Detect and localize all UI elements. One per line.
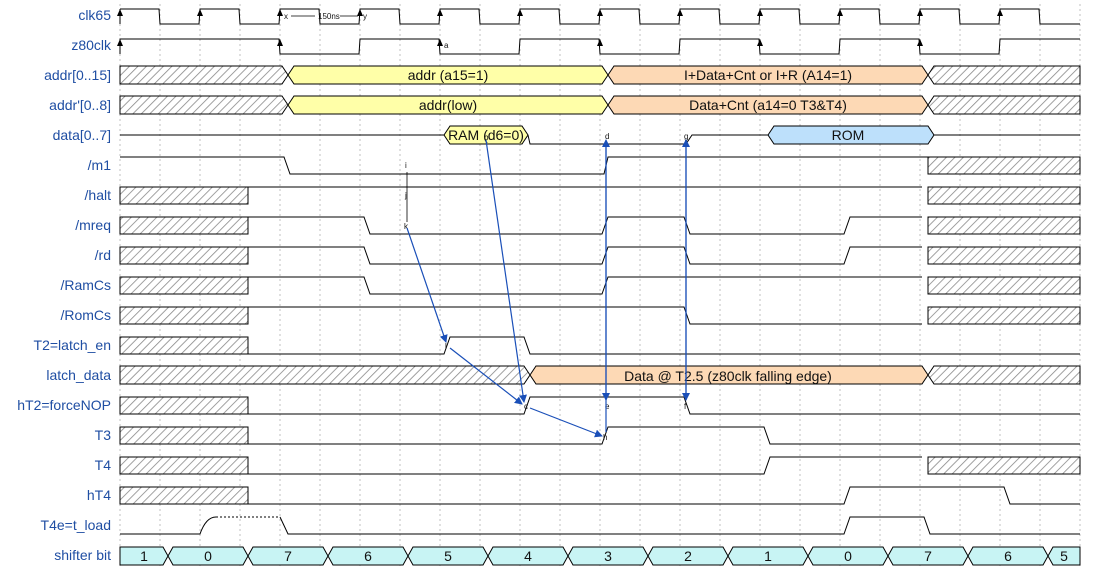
marker-d: d (605, 132, 609, 141)
z80clk-edge-arrows (117, 39, 923, 46)
shifter-value: 6 (364, 548, 372, 564)
marker-y: y (363, 12, 367, 21)
waveform-ht4 (119, 486, 1080, 505)
waveform-t2 (119, 336, 1080, 355)
label-t4: T4 (95, 457, 112, 473)
signal-labels: clk65 z80clk addr[0..15] addr'[0..8] dat… (17, 7, 112, 563)
label-ht2: hT2=forceNOP (17, 397, 111, 413)
bus-addr-prime-label-1: addr(low) (419, 97, 477, 113)
label-rd: /rd (95, 247, 111, 263)
waveform-ramcs (119, 276, 1081, 295)
shifter-bit-bus: 1 0 7 6 5 4 3 2 1 0 7 6 5 (119, 546, 1081, 566)
waveform-mreq (119, 216, 1081, 235)
waveform-romcs (119, 306, 1081, 325)
marker-i: i (405, 161, 407, 170)
shifter-value: 1 (764, 548, 772, 564)
label-mreq: /mreq (75, 217, 111, 233)
marker-l: l (445, 342, 447, 351)
shifter-value: 0 (844, 548, 852, 564)
clk65-edge-arrows (117, 9, 1003, 16)
label-addr: addr[0..15] (44, 67, 111, 83)
bus-addr-prime (119, 95, 1081, 115)
shifter-value: 5 (1060, 548, 1068, 564)
label-m1: /m1 (88, 157, 112, 173)
bus-latch-data-label: Data @ T2.5 (z80clk falling edge) (624, 368, 832, 384)
shifter-segment (1047, 546, 1081, 566)
shifter-value: 0 (204, 548, 212, 564)
marker-a: a (444, 41, 449, 50)
marker-b: b (484, 133, 489, 142)
bus-addr-label-2: I+Data+Cnt or I+R (A14=1) (684, 67, 852, 83)
measure-label: 150ns (318, 12, 340, 21)
marker-j: j (404, 191, 407, 200)
marker-x: x (284, 12, 288, 21)
shifter-value: 4 (524, 548, 532, 564)
label-romcs: /RomCs (60, 307, 111, 323)
marker-f: f (684, 402, 687, 411)
label-data: data[0..7] (53, 127, 111, 143)
shifter-value: 7 (284, 548, 292, 564)
marker-h: h (603, 433, 607, 442)
label-t2: T2=latch_en (34, 337, 111, 353)
label-latch-data: latch_data (46, 367, 111, 383)
shifter-value: 6 (1004, 548, 1012, 564)
waveform-t3 (119, 426, 1080, 445)
waveform-halt (119, 186, 1081, 205)
measurement-150ns: x 150ns y (284, 12, 367, 21)
waveform-t4 (119, 456, 1081, 475)
waveform-m1 (120, 156, 1081, 175)
label-t3: T3 (95, 427, 112, 443)
bus-data-rom-label: ROM (832, 127, 865, 143)
bus-data-ram-label: RAM (d6=0) (448, 127, 524, 143)
label-clk65: clk65 (78, 7, 111, 23)
shifter-value: 1 (140, 548, 148, 564)
bus-latch-data (119, 365, 1081, 385)
marker-g: g (684, 132, 688, 141)
label-ht4: hT4 (87, 487, 111, 503)
shifter-segment (119, 546, 169, 566)
marker-c: c (524, 402, 528, 411)
label-z80clk: z80clk (71, 37, 112, 53)
label-t4e: T4e=t_load (41, 517, 111, 533)
dependency-arrows (406, 139, 690, 438)
shifter-value: 5 (444, 548, 452, 564)
label-ramcs: /RamCs (60, 277, 111, 293)
bus-addr-label-1: addr (a15=1) (408, 67, 489, 83)
label-shifter: shifter bit (54, 547, 111, 563)
shifter-value: 7 (924, 548, 932, 564)
waveform-rd (119, 246, 1081, 265)
shifter-value: 3 (604, 548, 612, 564)
marker-e: e (605, 402, 610, 411)
bus-addr (119, 65, 1081, 85)
bus-data (120, 125, 1080, 145)
marker-k: k (404, 222, 409, 231)
shifter-value: 2 (684, 548, 692, 564)
label-halt: /halt (85, 187, 112, 203)
bus-addr-prime-label-2: Data+Cnt (a14=0 T3&T4) (689, 97, 847, 113)
waveform-t4e (120, 516, 1080, 535)
label-addr-prime: addr'[0..8] (49, 97, 111, 113)
